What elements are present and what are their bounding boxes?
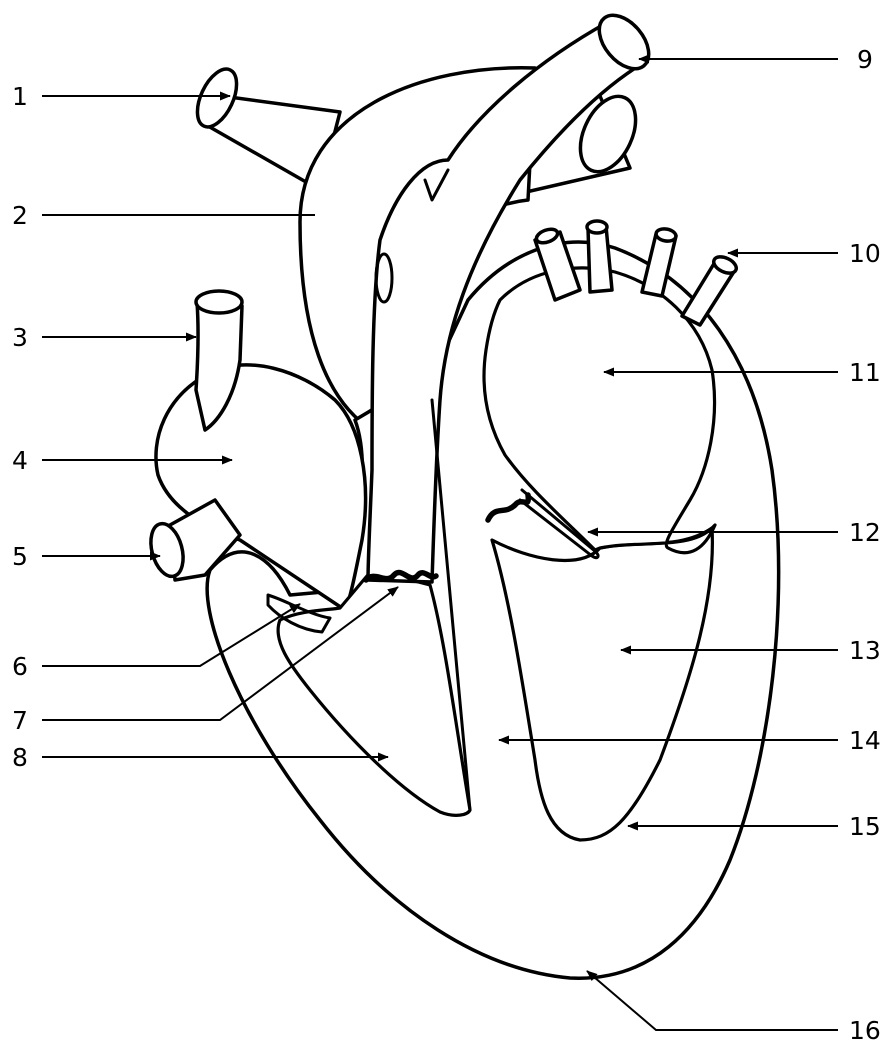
label-9: 9 xyxy=(857,45,873,74)
label-8: 8 xyxy=(12,743,28,772)
label-10: 10 xyxy=(849,239,881,268)
label-3: 3 xyxy=(12,323,28,352)
label-5: 5 xyxy=(12,542,28,571)
label-6: 6 xyxy=(12,652,28,681)
label-14: 14 xyxy=(849,726,881,755)
label-12: 12 xyxy=(849,518,881,547)
label-11: 11 xyxy=(849,358,881,387)
label-15: 15 xyxy=(849,812,881,841)
label-2: 2 xyxy=(12,201,28,230)
label-13: 13 xyxy=(849,636,881,665)
label-7: 7 xyxy=(12,706,28,735)
label-16: 16 xyxy=(849,1016,881,1045)
label-1: 1 xyxy=(12,82,28,111)
label-4: 4 xyxy=(12,446,28,475)
heart-drawing xyxy=(146,6,779,978)
